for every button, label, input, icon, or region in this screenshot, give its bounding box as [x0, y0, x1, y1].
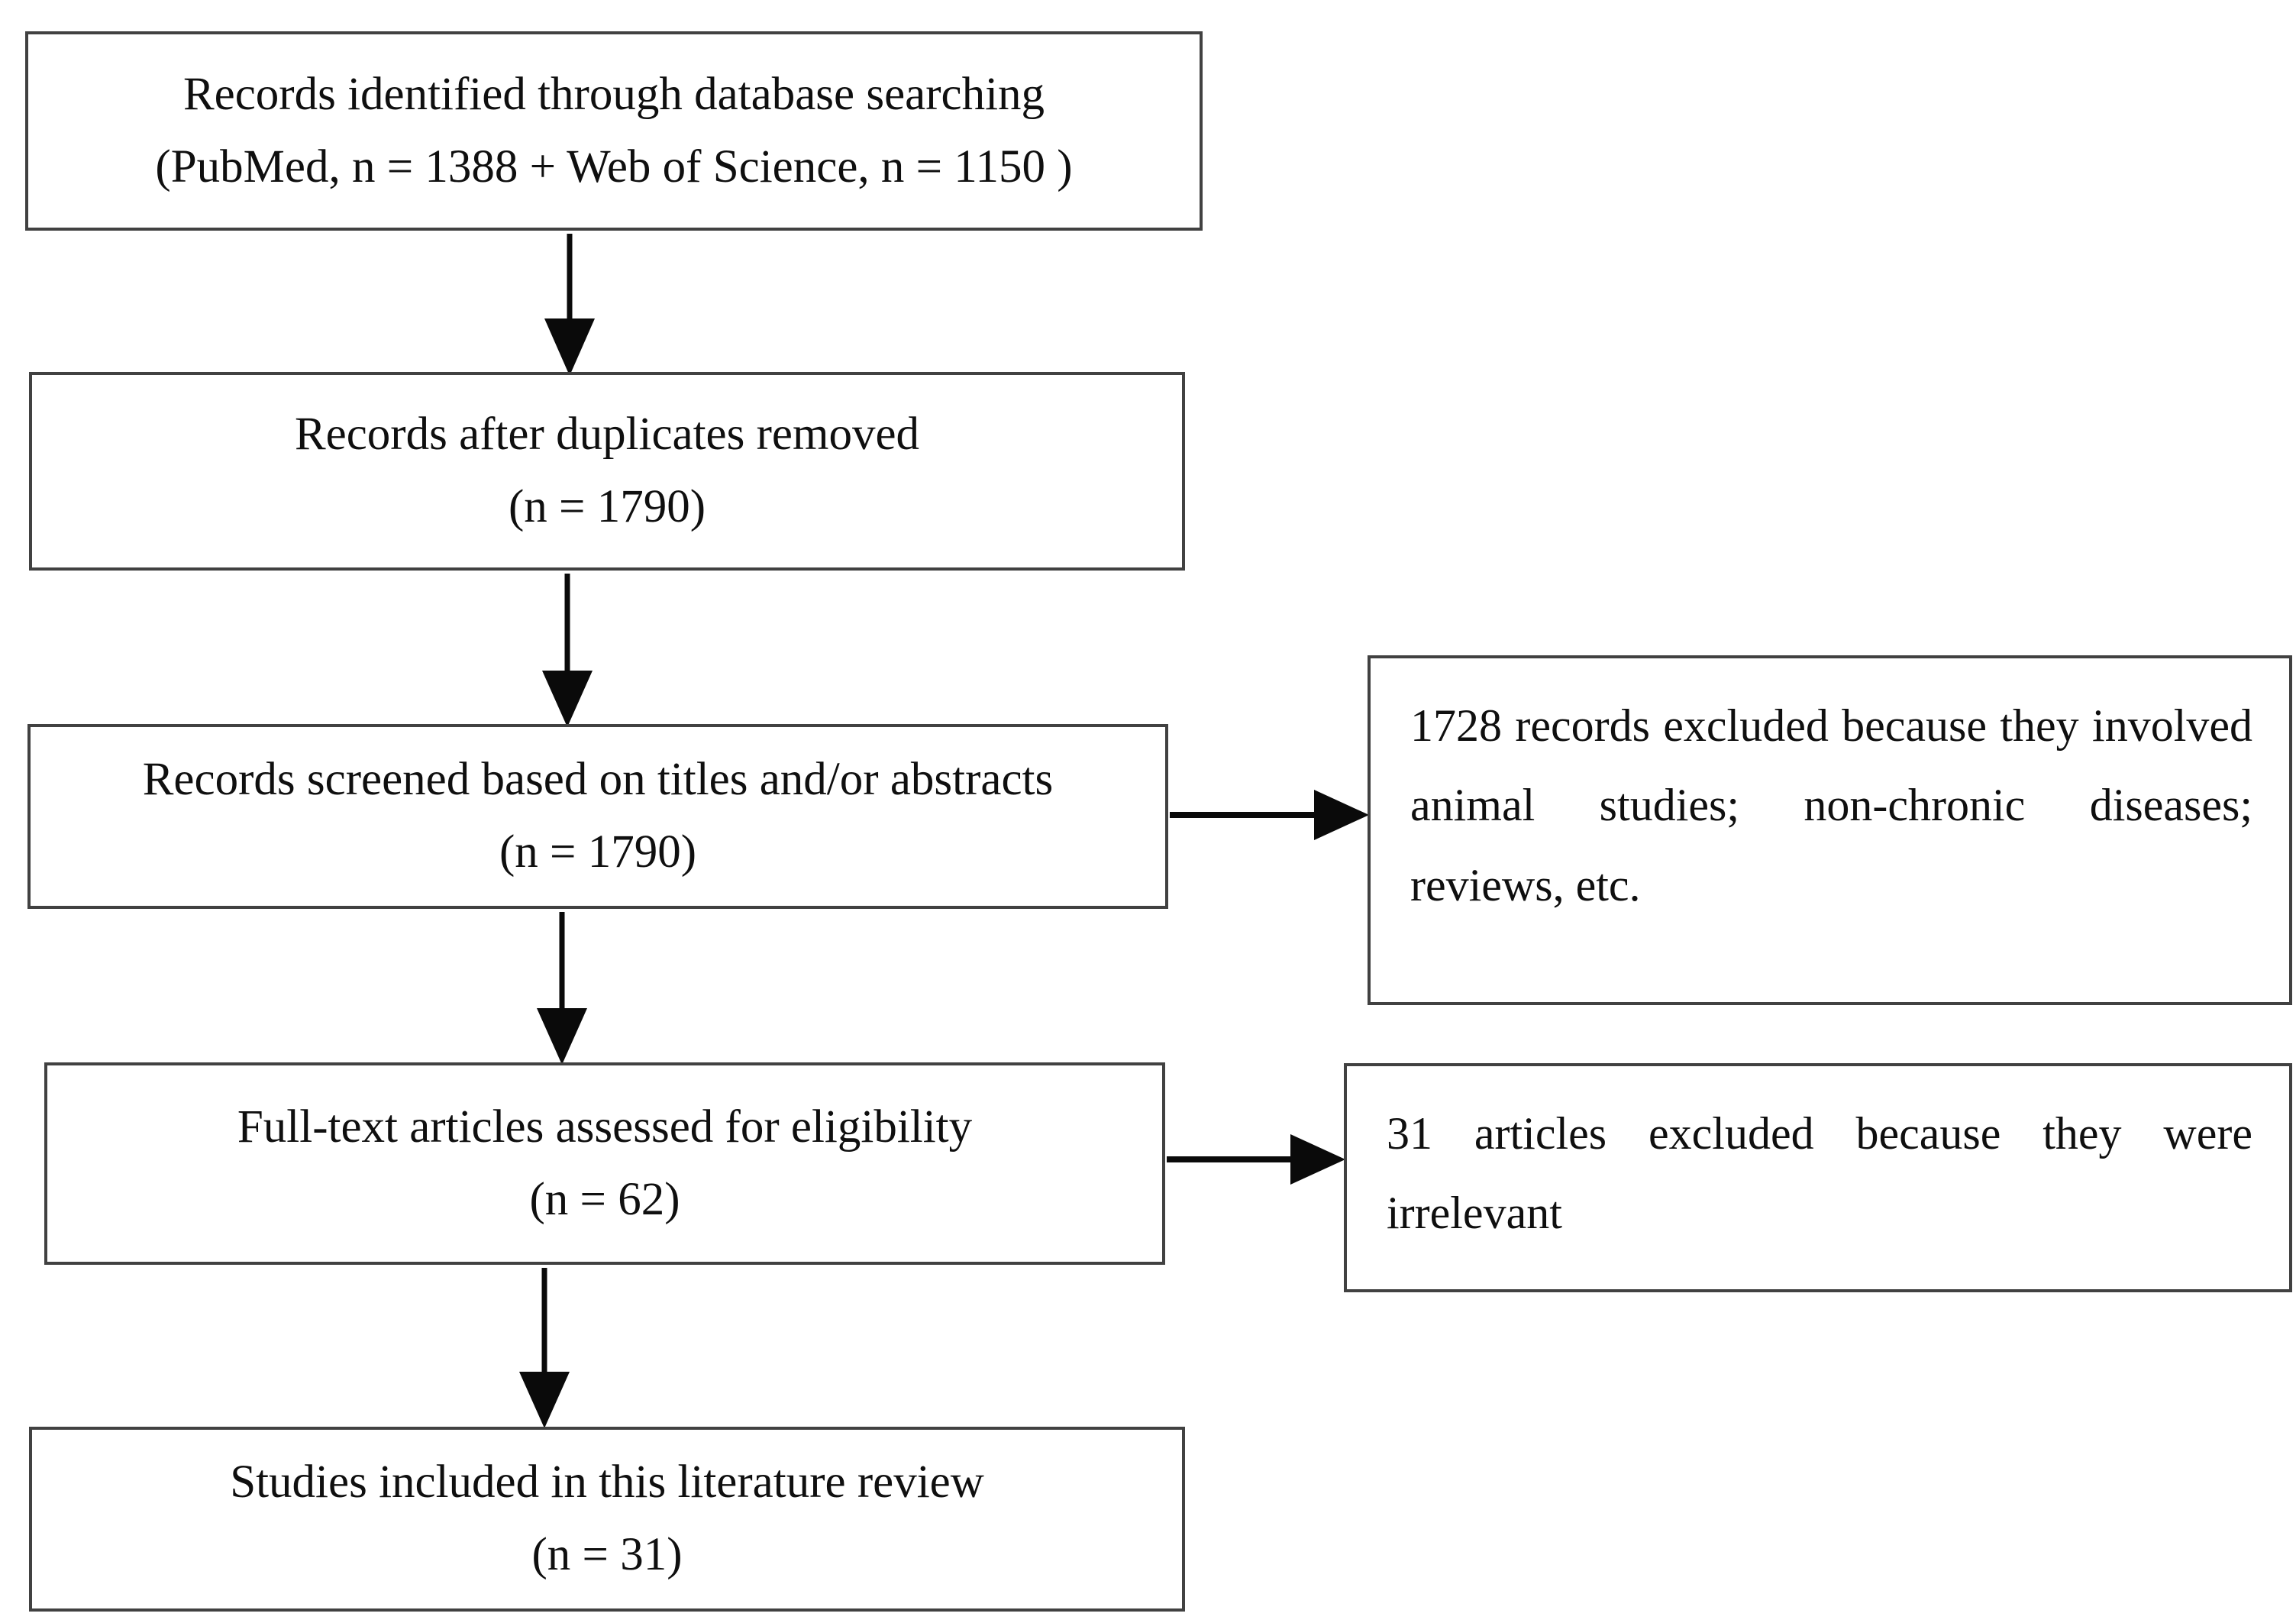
records-screened-label: Records screened based on titles and/or …: [142, 754, 1054, 806]
arrow-screening-to-excluded: [1170, 790, 1369, 840]
arrow-fulltext-to-excluded: [1167, 1134, 1345, 1185]
arrow-screening-to-fulltext: [537, 912, 587, 1065]
box-studies-included: Studies included in this literature revi…: [29, 1427, 1185, 1612]
arrow-fulltext-to-included: [519, 1268, 570, 1428]
fulltext-assessed-label: Full-text articles assessed for eligibil…: [237, 1101, 973, 1153]
excluded-fulltext-text: 31 articles excluded because they were i…: [1387, 1108, 2252, 1239]
box-after-duplicates: Records after duplicates removed (n = 17…: [29, 372, 1185, 571]
arrow-duplicates-to-screening: [542, 574, 593, 727]
records-identified-label: Records identified through database sear…: [182, 68, 1045, 120]
studies-included-count: (n = 31): [531, 1529, 683, 1580]
box-excluded-screening: 1728 records excluded because they invol…: [1368, 655, 2292, 1005]
studies-included-label: Studies included in this literature revi…: [230, 1456, 984, 1508]
fulltext-assessed-count: (n = 62): [529, 1173, 680, 1225]
records-identified-count: (PubMed, n = 1388 + Web of Science, n = …: [155, 141, 1073, 192]
excluded-screening-text: 1728 records excluded because they invol…: [1410, 700, 2252, 910]
box-records-screened: Records screened based on titles and/or …: [27, 724, 1168, 909]
box-fulltext-assessed: Full-text articles assessed for eligibil…: [44, 1062, 1165, 1265]
after-duplicates-count: (n = 1790): [508, 481, 706, 532]
arrow-identification-to-duplicates: [544, 234, 595, 376]
box-records-identified: Records identified through database sear…: [25, 31, 1203, 231]
box-excluded-fulltext: 31 articles excluded because they were i…: [1344, 1063, 2292, 1292]
records-screened-count: (n = 1790): [499, 826, 697, 878]
after-duplicates-label: Records after duplicates removed: [294, 409, 920, 461]
